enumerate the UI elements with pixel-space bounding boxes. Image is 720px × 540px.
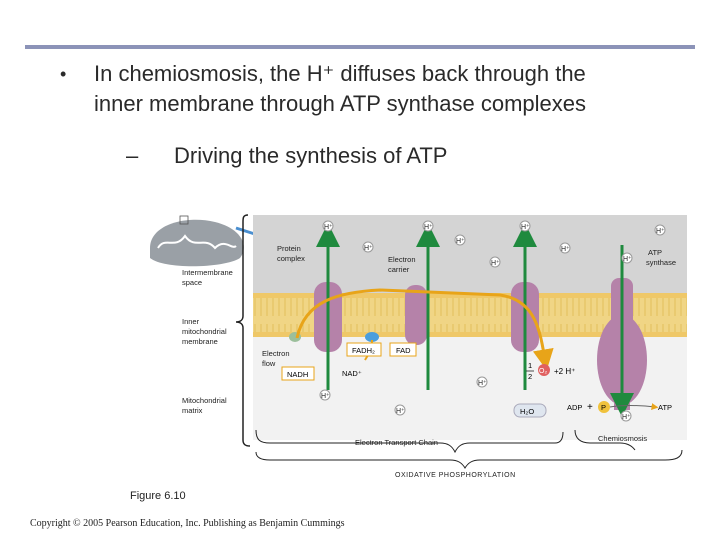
sub-bullet-dash: – <box>126 143 139 168</box>
svg-text:H⁺: H⁺ <box>321 393 330 400</box>
sub-bullet-text: Driving the synthesis of ATP <box>174 143 448 168</box>
title-rule <box>25 45 695 49</box>
svg-text:H⁺: H⁺ <box>424 224 433 231</box>
h2o-label: H₂O <box>520 407 534 416</box>
svg-text:H⁺: H⁺ <box>396 408 405 415</box>
atp-synthase-label-2: synthase <box>646 258 676 267</box>
oxphos-brace <box>255 449 683 469</box>
intermembrane-label-1: Intermembrane <box>182 268 233 277</box>
electron-flow-path <box>295 288 554 371</box>
atp-synthase-label-1: ATP <box>648 248 662 257</box>
half-numerator: 1 <box>528 361 532 370</box>
etc-brace <box>255 429 564 454</box>
copyright-notice: Copyright © 2005 Pearson Education, Inc.… <box>30 518 345 529</box>
svg-text:H⁺: H⁺ <box>656 228 665 235</box>
nad-label: NAD⁺ <box>342 369 362 378</box>
inner-label-2: mitochondrial <box>182 327 227 336</box>
chemiosmosis-brace <box>574 429 636 451</box>
figure-caption: Figure 6.10 <box>130 490 186 502</box>
fad-label: FAD <box>396 346 411 355</box>
electron-carrier-dot <box>365 332 379 342</box>
svg-text:H⁺: H⁺ <box>561 246 570 253</box>
region-brace <box>235 214 251 447</box>
component-labels: Protein complex Electron carrier ATP syn… <box>262 244 676 368</box>
svg-text:H⁺: H⁺ <box>456 238 465 245</box>
matrix-label-2: matrix <box>182 406 203 415</box>
half-denominator: 2 <box>528 372 532 381</box>
fadh2-label: FADH₂ <box>352 346 375 355</box>
protein-complex-label-2: complex <box>277 254 305 263</box>
svg-text:H⁺: H⁺ <box>491 260 500 267</box>
intermembrane-label-2: space <box>182 278 202 287</box>
nadh-label: NADH <box>287 370 308 379</box>
atp-synthesis: ADP + P ATP <box>567 401 672 413</box>
protein-complex-label-1: Protein <box>277 244 301 253</box>
region-labels: Intermembrane space Inner mitochondrial … <box>182 268 233 415</box>
bullet-text-line1: In chemiosmosis, the H⁺ diffuses back th… <box>94 61 586 86</box>
svg-text:H⁺: H⁺ <box>478 380 487 387</box>
o2-label: O₂ <box>539 368 547 375</box>
matrix-label-1: Mitochondrial <box>182 396 227 405</box>
inner-label-1: Inner <box>182 317 200 326</box>
phosphate-label: P <box>601 403 606 412</box>
etc-label: Electron Transport Chain <box>355 438 438 447</box>
svg-text:H⁺: H⁺ <box>324 224 333 231</box>
chemiosmosis-label: Chemiosmosis <box>598 434 647 443</box>
oxygen-reaction: 1 2 O₂ +2 H⁺ <box>526 361 575 381</box>
svg-text:H⁺: H⁺ <box>623 256 632 263</box>
inner-label-3: membrane <box>182 337 218 346</box>
electron-carrier-label-2: carrier <box>388 265 410 274</box>
plus-2h-label: +2 H⁺ <box>554 367 575 376</box>
electron-flow-label-1: Electron <box>262 349 290 358</box>
electron-carrier-label-1: Electron <box>388 255 416 264</box>
bullet-text-line2: inner membrane through ATP synthase comp… <box>94 91 587 116</box>
plus-label: + <box>587 402 593 413</box>
bullet-dot: • <box>60 64 67 84</box>
oxphos-label: OXIDATIVE PHOSPHORYLATION <box>395 472 516 479</box>
atp-label: ATP <box>658 403 672 412</box>
molecule-boxes: NADH FADH₂ FAD NAD⁺ H₂O <box>281 342 547 418</box>
h-ion-bubbles: H⁺ H⁺ H⁺ H⁺ H⁺ H⁺ H⁺ H⁺ H⁺ H⁺ H⁺ H⁺ H⁺ <box>319 220 666 422</box>
adp-label: ADP <box>567 403 582 412</box>
svg-text:H⁺: H⁺ <box>521 224 530 231</box>
h-ion-arrows <box>316 223 634 417</box>
svg-text:H⁺: H⁺ <box>364 245 373 252</box>
lipid-heads <box>253 293 687 337</box>
svg-text:H⁺: H⁺ <box>622 414 631 421</box>
electron-flow-label-2: flow <box>262 359 276 368</box>
